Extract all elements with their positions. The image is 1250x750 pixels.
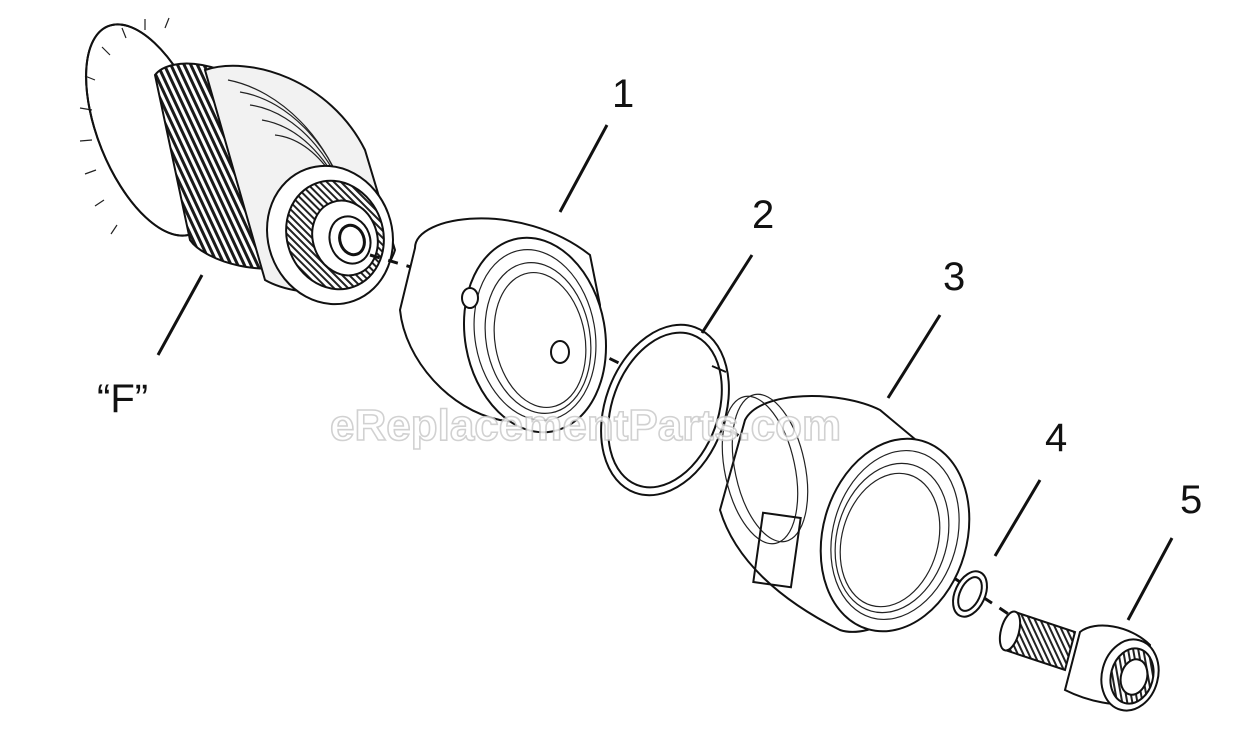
callout-part-4: 4 <box>1045 416 1067 460</box>
watermark-text: eReplacementParts.com <box>330 401 841 450</box>
callout-part-3: 3 <box>943 255 965 299</box>
leader-2 <box>700 254 754 334</box>
part-2-snap-ring <box>600 323 730 497</box>
callout-part-5: 5 <box>1180 478 1202 522</box>
leader-3 <box>886 314 942 399</box>
part-4-o-ring <box>952 570 988 618</box>
leader-1 <box>558 124 609 213</box>
callout-part-1: 1 <box>612 72 634 116</box>
part-5-splined-shaft <box>998 610 1160 712</box>
leader-f <box>156 274 204 356</box>
assembly-f-drum <box>79 17 397 306</box>
callout-assembly-f: “F” <box>97 377 148 421</box>
leader-4 <box>993 479 1042 557</box>
leader-lines <box>156 124 1174 621</box>
leader-5 <box>1126 537 1174 621</box>
part-3-sleeve <box>718 393 971 633</box>
callout-part-2: 2 <box>752 193 774 237</box>
part-1-sleeve <box>398 217 608 434</box>
